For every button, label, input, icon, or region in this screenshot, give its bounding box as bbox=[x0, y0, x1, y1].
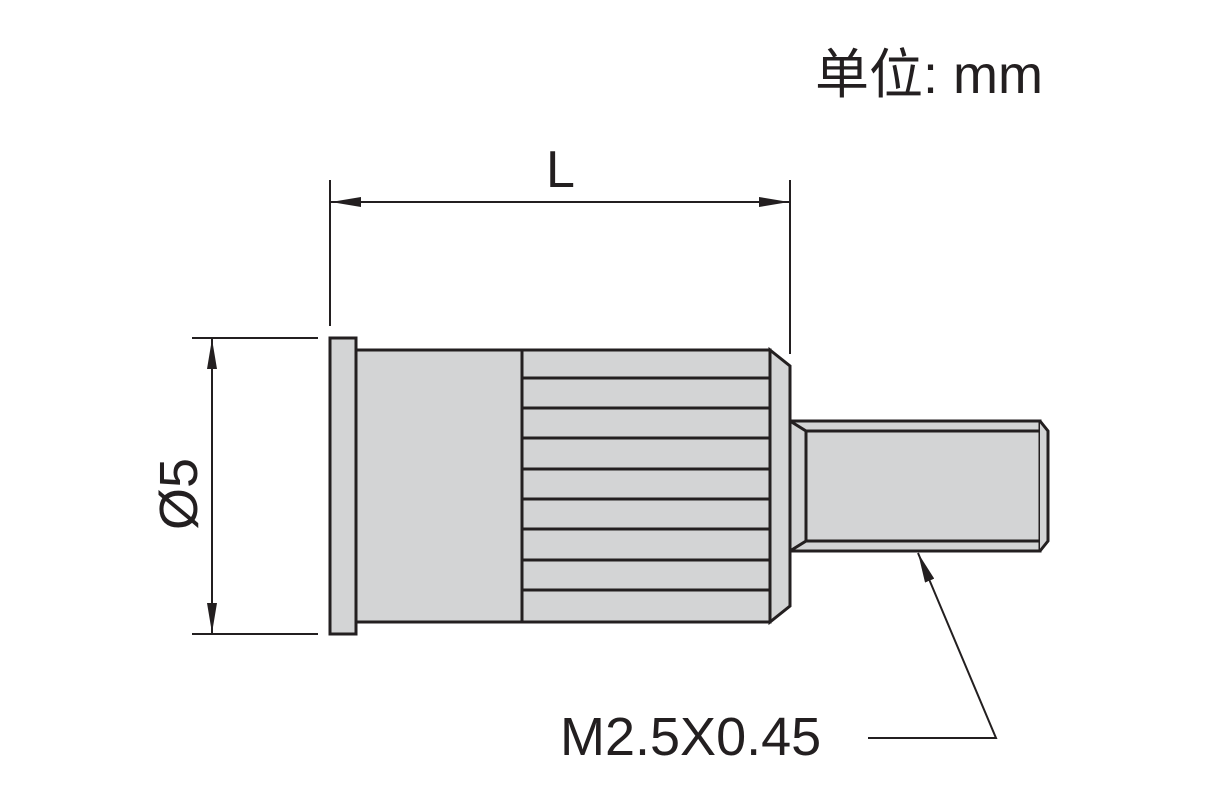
flange bbox=[328, 336, 358, 636]
body-chamfer bbox=[768, 346, 792, 626]
diameter-label: Ø5 bbox=[149, 457, 209, 530]
body bbox=[354, 348, 772, 624]
length-label: L bbox=[546, 141, 575, 199]
length-dimension bbox=[329, 180, 791, 354]
diameter-dimension bbox=[192, 337, 318, 635]
threaded-shank bbox=[788, 419, 1042, 553]
thread-label: M2.5X0.45 bbox=[560, 707, 822, 767]
knurling bbox=[520, 350, 771, 622]
shank-end-chamfer bbox=[1038, 420, 1050, 552]
unit-label: 单位: mm bbox=[815, 45, 1043, 105]
thread-leader bbox=[868, 552, 998, 739]
